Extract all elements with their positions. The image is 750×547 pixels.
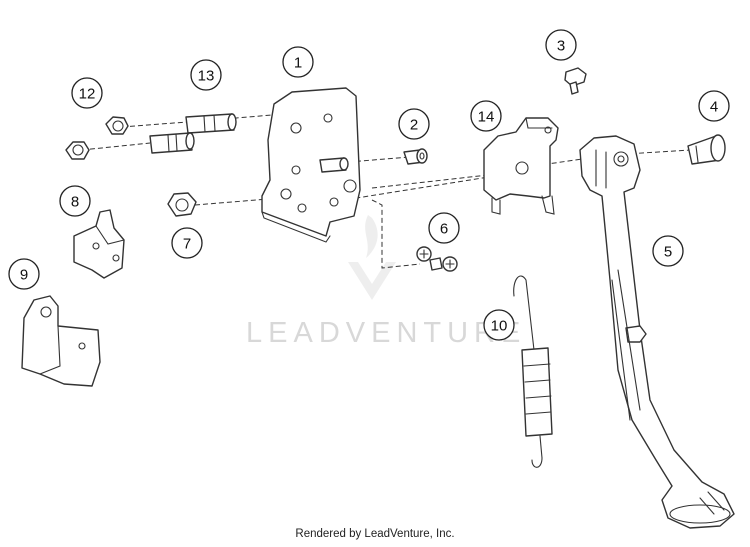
part-14-mounting-bracket [483,117,559,215]
svg-text:14: 14 [478,109,495,126]
callout-9[interactable]: 9 [8,258,40,290]
callout-7[interactable]: 7 [171,227,203,259]
part-2-sleeve [403,148,428,165]
part-3-bolt [564,67,587,95]
callout-5[interactable]: 5 [652,235,684,267]
part-5-side-stand [579,135,735,529]
svg-text:10: 10 [491,318,508,335]
part-12-nuts [65,116,129,160]
callout-8[interactable]: 8 [59,185,91,217]
callout-3[interactable]: 3 [545,29,577,61]
svg-text:1: 1 [294,55,302,72]
watermark-logo [348,215,396,300]
part-13-spacers [149,113,237,154]
callout-10[interactable]: 10 [483,309,515,341]
callout-13[interactable]: 13 [190,59,222,91]
svg-text:13: 13 [198,68,215,85]
callout-6[interactable]: 6 [428,212,460,244]
render-credit: Rendered by LeadVenture, Inc. [295,528,455,540]
watermark-text: LEADVENTURE [246,317,526,349]
svg-text:5: 5 [664,244,672,261]
svg-text:8: 8 [71,194,79,211]
svg-text:2: 2 [410,117,418,134]
svg-text:7: 7 [183,236,191,253]
svg-text:12: 12 [79,86,96,103]
part-6-screws [416,246,458,272]
callout-4[interactable]: 4 [698,90,730,122]
part-4-pivot-bolt [687,134,726,165]
svg-text:4: 4 [710,99,718,116]
callout-2[interactable]: 2 [398,108,430,140]
part-8-clamp [73,209,125,279]
callout-14[interactable]: 14 [470,100,502,132]
callout-1[interactable]: 1 [282,46,314,78]
part-1-bracket-plate [261,87,361,243]
svg-text:3: 3 [557,38,565,55]
part-9-guard [21,295,101,387]
part-10-spring [513,275,553,468]
svg-text:6: 6 [440,221,448,238]
callout-12[interactable]: 12 [71,77,103,109]
part-7-nut [167,192,197,217]
svg-text:9: 9 [20,267,28,284]
